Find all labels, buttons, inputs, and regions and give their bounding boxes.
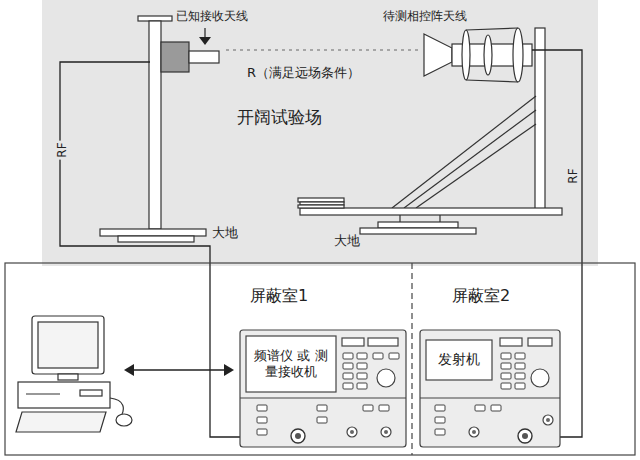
receiver-instrument <box>240 330 406 447</box>
dut-mount <box>298 28 562 234</box>
antenna-label: 待测相控阵天线 <box>383 8 467 25</box>
shielded-room: 屏蔽室2 发射机 <box>412 263 635 455</box>
rf-connector <box>518 429 532 443</box>
data-link-arrow <box>124 364 234 376</box>
instrument-label: 发射机 <box>426 340 492 380</box>
antenna-label: 已知接收天线 <box>176 8 248 25</box>
region-title: 屏蔽室1 <box>250 286 308 306</box>
rf-connector <box>522 433 528 439</box>
instrument-box: 发射机 <box>420 330 560 447</box>
instrument-box: 频谱仪 或 测量接收机 <box>240 330 406 447</box>
receive-mast <box>100 16 219 242</box>
shielded-room-frame <box>5 263 635 455</box>
room-divider <box>411 263 412 455</box>
site-region: 开阔试验场 <box>42 0 598 266</box>
ground-label: 大地 <box>212 224 238 242</box>
transmitter-instrument <box>420 330 560 447</box>
phased-array-antenna <box>424 28 532 82</box>
signal-label: RF <box>55 140 69 159</box>
instrument-label: 频谱仪 或 测量接收机 <box>246 336 336 392</box>
region-title: 开阔试验场 <box>237 107 322 128</box>
rf-connector <box>295 433 301 439</box>
computer <box>16 316 132 432</box>
rf-connector <box>291 429 305 443</box>
ground-label: 大地 <box>334 232 360 250</box>
shielded-room: 屏蔽室1 频谱仪 或 测量接收机 <box>5 263 412 455</box>
distance-line <box>226 50 418 51</box>
callout-arrow <box>199 28 211 45</box>
distance-label: R（满足远场条件） <box>247 64 360 82</box>
signal-label: RF <box>566 166 580 185</box>
region-title: 屏蔽室2 <box>452 286 510 306</box>
open-site-ground <box>42 0 598 266</box>
